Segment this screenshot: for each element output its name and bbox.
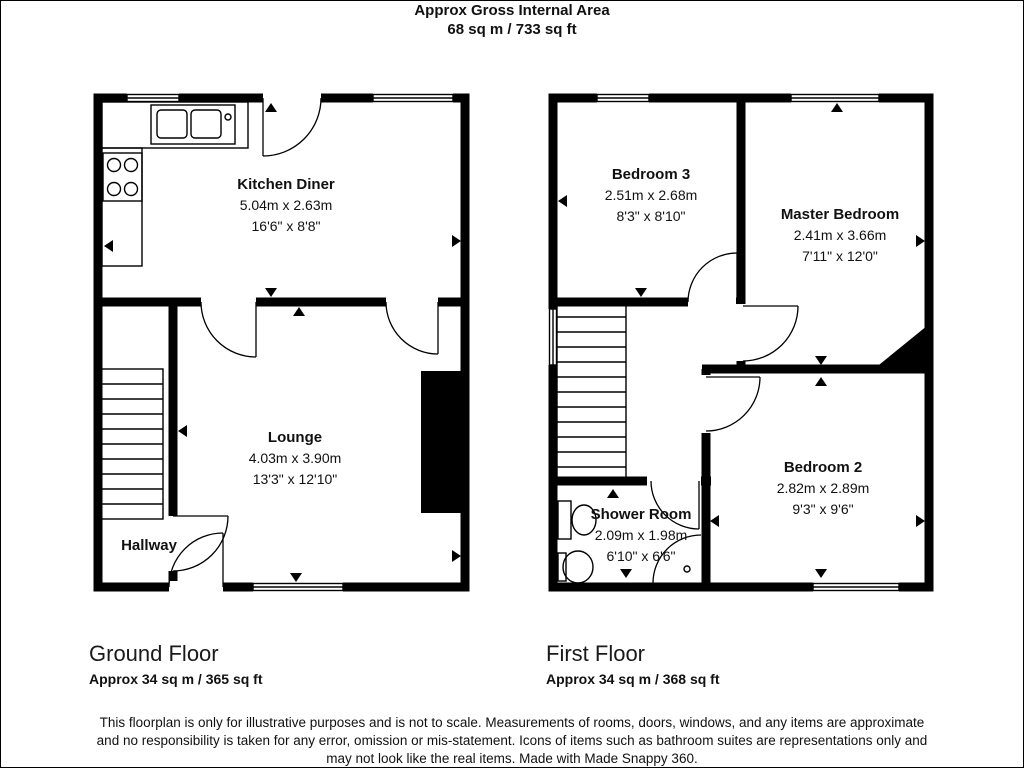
ground-floor-label: Ground Floor bbox=[89, 641, 219, 666]
front-door-icon bbox=[168, 532, 224, 588]
room-dim-bedroom2-metric: 2.82m x 2.89m bbox=[777, 480, 870, 496]
arrow-up-icon bbox=[265, 103, 277, 112]
ground-floor-area: Approx 34 sq m / 365 sq ft bbox=[89, 671, 263, 687]
ground-floor-windows bbox=[126, 93, 454, 592]
arrow-right-icon bbox=[452, 550, 461, 562]
window-icon bbox=[126, 93, 180, 103]
window-icon bbox=[790, 93, 880, 103]
room-dim-shower-imperial: 6'10" x 6'6" bbox=[607, 548, 676, 564]
room-dim-lounge-metric: 4.03m x 3.90m bbox=[249, 450, 342, 466]
arrow-down-icon bbox=[290, 573, 302, 582]
arrow-up-icon bbox=[815, 377, 827, 386]
room-dim-shower-metric: 2.09m x 1.98m bbox=[595, 527, 688, 543]
kitchen-counter-icon bbox=[101, 101, 249, 267]
first-floor-area: Approx 34 sq m / 368 sq ft bbox=[546, 671, 720, 687]
ground-floor-doors bbox=[168, 97, 439, 588]
disclaimer-line-2: and no responsibility is taken for any e… bbox=[96, 733, 928, 748]
room-label-master-bedroom: Master Bedroom bbox=[781, 206, 899, 223]
ground-floor-stairs-icon bbox=[98, 368, 164, 520]
room-dim-kitchen-imperial: 16'6" x 8'8" bbox=[252, 218, 321, 234]
page-subtitle: 68 sq m / 733 sq ft bbox=[447, 21, 577, 38]
room-dim-master-imperial: 7'11" x 12'0" bbox=[802, 248, 878, 264]
door-icon bbox=[172, 515, 229, 572]
chimney-breast bbox=[421, 371, 465, 513]
arrow-right-icon bbox=[452, 235, 461, 247]
first-floor-arrows bbox=[558, 103, 925, 578]
room-dim-kitchen-metric: 5.04m x 2.63m bbox=[240, 197, 333, 213]
ground-floor-plan: Kitchen Diner 5.04m x 2.63m 16'6" x 8'8"… bbox=[93, 92, 470, 593]
room-dim-bedroom2-imperial: 9'3" x 9'6" bbox=[792, 501, 853, 517]
arrow-left-icon bbox=[104, 240, 113, 252]
toilet-icon bbox=[557, 500, 597, 540]
first-floor-plan: Bedroom 3 2.51m x 2.68m 8'3" x 8'10" Mas… bbox=[547, 92, 934, 593]
door-icon bbox=[262, 97, 322, 157]
arrow-down-icon bbox=[635, 288, 647, 297]
ground-floor-arrows bbox=[104, 103, 461, 582]
room-label-bedroom2: Bedroom 2 bbox=[784, 459, 862, 476]
page-title: Approx Gross Internal Area bbox=[414, 2, 610, 19]
window-icon bbox=[812, 582, 900, 592]
disclaimer-line-1: This floorplan is only for illustrative … bbox=[99, 715, 925, 730]
door-icon bbox=[705, 376, 761, 432]
window-icon bbox=[252, 582, 344, 592]
room-label-lounge: Lounge bbox=[268, 429, 322, 446]
arrow-up-icon bbox=[831, 103, 843, 112]
arrow-left-icon bbox=[710, 515, 719, 527]
first-floor-windows bbox=[548, 93, 900, 592]
room-label-bedroom3: Bedroom 3 bbox=[612, 166, 690, 183]
stove-icon bbox=[102, 152, 143, 202]
arrow-right-icon bbox=[916, 515, 925, 527]
arrow-left-icon bbox=[558, 195, 567, 207]
disclaimer-line-3: may not look like the real items. Made w… bbox=[326, 751, 698, 766]
room-label-kitchen: Kitchen Diner bbox=[237, 176, 335, 193]
room-dim-bedroom3-imperial: 8'3" x 8'10" bbox=[617, 208, 686, 224]
first-floor-stairs-icon bbox=[556, 301, 627, 482]
arrow-up-icon bbox=[607, 489, 619, 498]
arrow-left-icon bbox=[178, 425, 187, 437]
door-icon bbox=[200, 301, 257, 358]
window-icon bbox=[372, 93, 454, 103]
room-dim-master-metric: 2.41m x 3.66m bbox=[794, 227, 887, 243]
room-dim-bedroom3-metric: 2.51m x 2.68m bbox=[605, 187, 698, 203]
ground-floor-walls bbox=[93, 93, 470, 592]
room-label-hallway: Hallway bbox=[121, 537, 178, 554]
room-dim-lounge-imperial: 13'3" x 12'10" bbox=[253, 471, 338, 487]
floorplan-drawing: Kitchen Diner 5.04m x 2.63m 16'6" x 8'8"… bbox=[93, 92, 934, 593]
room-label-shower-room: Shower Room bbox=[591, 506, 692, 523]
sink-icon bbox=[557, 550, 594, 584]
chimney-breast bbox=[869, 321, 933, 373]
arrow-down-icon bbox=[265, 288, 277, 297]
door-icon bbox=[687, 252, 738, 303]
kitchen-sink-icon bbox=[150, 104, 236, 145]
door-icon bbox=[742, 305, 799, 362]
arrow-right-icon bbox=[916, 235, 925, 247]
arrow-down-icon bbox=[620, 569, 632, 578]
shower-icon bbox=[652, 534, 702, 584]
first-floor-doors bbox=[650, 252, 799, 530]
door-icon bbox=[650, 480, 700, 530]
arrow-up-icon bbox=[293, 307, 305, 316]
first-floor-label: First Floor bbox=[546, 641, 645, 666]
window-icon bbox=[596, 93, 650, 103]
door-icon bbox=[385, 301, 439, 355]
window-icon bbox=[548, 308, 558, 366]
arrow-down-icon bbox=[815, 356, 827, 365]
arrow-down-icon bbox=[815, 569, 827, 578]
